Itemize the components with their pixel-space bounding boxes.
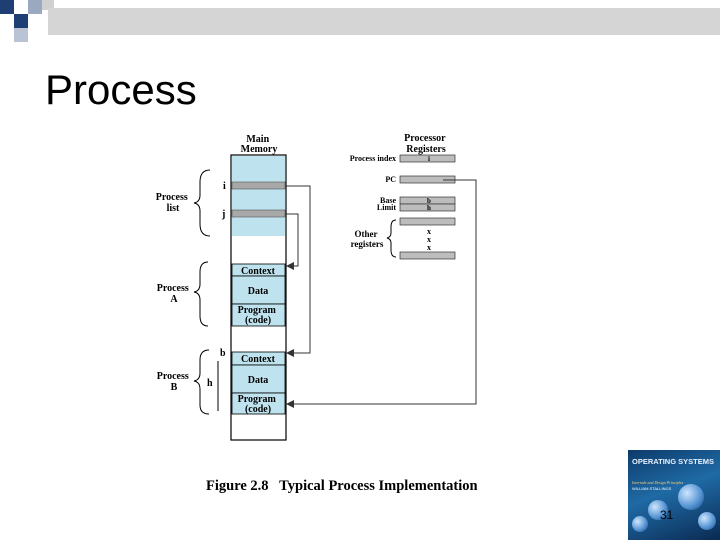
- slide-title: Process: [45, 66, 197, 113]
- entry-j-slot: [231, 209, 286, 218]
- process-a-label: Process A: [157, 283, 192, 305]
- limit-value: h: [427, 204, 431, 212]
- main-memory-label: Main Memory: [241, 134, 278, 155]
- other-registers-brace: [386, 219, 397, 258]
- cover-bubble: [698, 512, 716, 530]
- other-register-value-2: x: [427, 235, 431, 244]
- cover-bubble: [678, 484, 704, 510]
- process-b-label-line1: Process: [157, 371, 189, 382]
- page-number: 31: [660, 508, 674, 522]
- process-b-program-block: [231, 392, 286, 415]
- cover-subtitle: Internals and Design Principles: [632, 480, 684, 485]
- process-b-label-line2: B: [171, 382, 178, 393]
- other-register-value-1: x: [427, 227, 431, 236]
- book-cover-thumbnail: OPERATING SYSTEMS Internals and Design P…: [628, 450, 720, 540]
- base-value: b: [427, 197, 431, 205]
- main-memory-label-line1: Main: [246, 134, 269, 145]
- processor-registers-label-line1: Processor: [404, 133, 446, 144]
- process-b-brace: [193, 349, 210, 415]
- other-register-1: [399, 217, 456, 226]
- entry-i-pointer: [286, 185, 311, 357]
- other-registers-label: Other registers: [351, 229, 384, 249]
- entry-j-pointer: [286, 213, 299, 270]
- limit-label: Limit: [377, 203, 396, 212]
- pc-pointer: [286, 179, 477, 408]
- title-bar-decoration: [48, 8, 720, 35]
- process-b-program-label: Program (code): [238, 394, 279, 415]
- limit-register: [399, 203, 456, 212]
- marker-b-label: b: [220, 348, 226, 359]
- process-index-label: Process index: [350, 154, 396, 163]
- figure-caption: Figure 2.8 Typical Process Implementatio…: [206, 478, 478, 494]
- marker-h-label: h: [207, 378, 213, 389]
- process-list-brace: [193, 169, 211, 237]
- process-a-brace: [193, 261, 209, 327]
- cover-title: OPERATING SYSTEMS: [632, 457, 714, 466]
- corner-decoration: [0, 0, 54, 42]
- process-a-data-label: Data: [248, 286, 269, 297]
- process-list-label-line1: Process: [156, 192, 188, 203]
- processor-registers-label: Processor Registers: [404, 133, 448, 155]
- process-a-program-line2: (code): [245, 315, 271, 326]
- process-a-program-line1: Program: [238, 305, 277, 316]
- process-a-label-line2: A: [170, 294, 178, 305]
- entry-i-label: i: [223, 181, 226, 192]
- base-label: Base: [380, 196, 396, 205]
- process-b-data-block: [231, 364, 286, 394]
- process-a-program-label: Program (code): [238, 305, 279, 326]
- other-register-2: [399, 251, 456, 260]
- process-index-value: i: [428, 155, 430, 163]
- other-registers-label-line2: registers: [351, 239, 384, 249]
- cover-author: WILLIAM STALLINGS: [632, 486, 672, 491]
- process-a-program-block: [231, 303, 286, 327]
- cover-bubble: [632, 516, 648, 532]
- processor-registers-label-line2: Registers: [406, 144, 446, 155]
- process-b-data-label: Data: [248, 375, 269, 386]
- entry-j-label: j: [221, 209, 225, 220]
- pc-label: PC: [385, 175, 396, 184]
- process-b-label: Process B: [157, 371, 192, 393]
- process-index-register: [399, 154, 456, 163]
- process-a-label-line1: Process: [157, 283, 189, 294]
- process-b-program-line2: (code): [245, 404, 271, 415]
- other-registers-label-line1: Other: [354, 229, 377, 239]
- entry-i-slot: [231, 181, 286, 190]
- process-a-context-label: Context: [241, 266, 276, 277]
- other-register-value-3: x: [427, 243, 431, 252]
- process-list-label-line2: list: [167, 203, 180, 214]
- cover-bubble: [648, 500, 668, 520]
- process-list-area: [232, 156, 285, 236]
- process-b-context-label: Context: [241, 354, 276, 365]
- process-list-label: Process list: [156, 192, 191, 214]
- main-memory-label-line2: Memory: [241, 144, 278, 155]
- process-b-program-line1: Program: [238, 394, 277, 405]
